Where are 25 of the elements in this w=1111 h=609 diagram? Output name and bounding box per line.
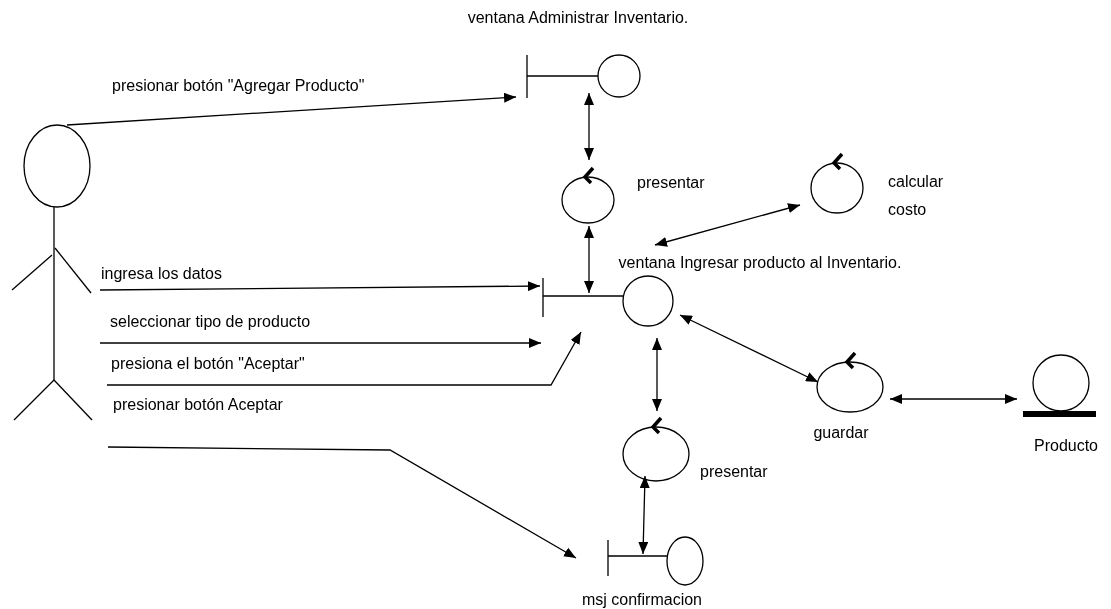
node-label: Producto — [1034, 437, 1098, 455]
edge-label: seleccionar tipo de producto — [109, 313, 312, 331]
arrow — [99, 338, 542, 348]
edge-label: ingresa los datos — [100, 265, 223, 283]
double-arrow — [889, 394, 1018, 404]
node-label: msj confirmacion — [582, 591, 702, 609]
double-arrow — [584, 225, 594, 294]
node-label: guardar — [813, 424, 869, 442]
node-label: ventana Ingresar producto al Inventario. — [617, 253, 903, 273]
edge-label: presionar botón "Agregar Producto" — [111, 77, 366, 95]
node-label: presentar — [700, 463, 768, 481]
double-arrow — [679, 314, 819, 383]
node-label: presentar — [637, 174, 705, 192]
double-arrow — [652, 337, 662, 412]
double-arrow — [654, 203, 801, 247]
arrow — [66, 92, 517, 126]
double-arrow — [584, 92, 594, 161]
arrow — [99, 281, 541, 292]
arrow — [107, 446, 577, 559]
double-arrow — [638, 475, 650, 555]
edge-label: presionar botón Aceptar — [112, 396, 284, 414]
node-label: calcular costo — [888, 172, 945, 220]
arrow — [106, 331, 582, 386]
node-label: ventana Administrar Inventario. — [467, 9, 689, 27]
edge-label: presiona el botón "Aceptar" — [110, 355, 306, 373]
